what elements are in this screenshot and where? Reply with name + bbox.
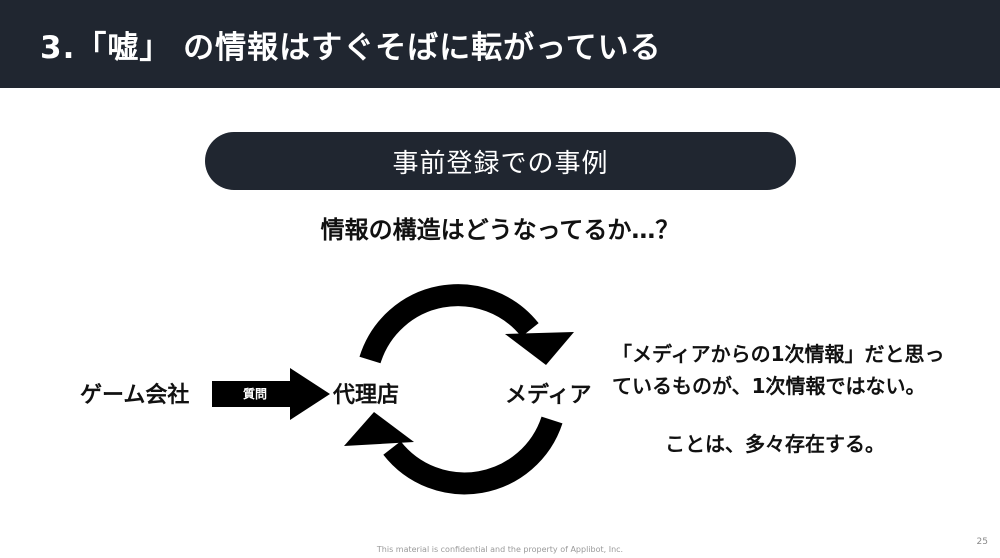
- cycle-arrows-icon: [344, 284, 574, 495]
- label-game-company: ゲーム会社: [80, 383, 190, 408]
- slide-title: 3.「嘘」 の情報はすぐそばに転がっている: [40, 30, 662, 66]
- top-arrowhead: [505, 332, 574, 365]
- top-arc: [359, 284, 539, 364]
- header-bar: 3.「嘘」 の情報はすぐそばに転がっている: [0, 0, 1000, 88]
- page-number: 25: [976, 537, 988, 547]
- section-banner-text: 事前登録での事例: [392, 148, 609, 179]
- label-media: メディア: [505, 383, 592, 408]
- bottom-arrowhead: [344, 412, 414, 446]
- arrow-label-question: 質問: [242, 387, 267, 401]
- label-agency: 代理店: [333, 383, 400, 408]
- note-line-2: ているものが、1次情報ではない。: [612, 374, 926, 398]
- right-arrow-icon: [212, 368, 330, 420]
- section-banner: 事前登録での事例: [205, 132, 796, 190]
- note-line-1: 「メディアからの1次情報」だと思っ: [612, 342, 945, 366]
- bottom-arc: [383, 416, 563, 495]
- question-heading: 情報の構造はどうなってるか…？: [320, 216, 680, 244]
- note-line-3: ことは、多々存在する。: [665, 432, 885, 456]
- confidential-footer: This material is confidential and the pr…: [376, 545, 624, 554]
